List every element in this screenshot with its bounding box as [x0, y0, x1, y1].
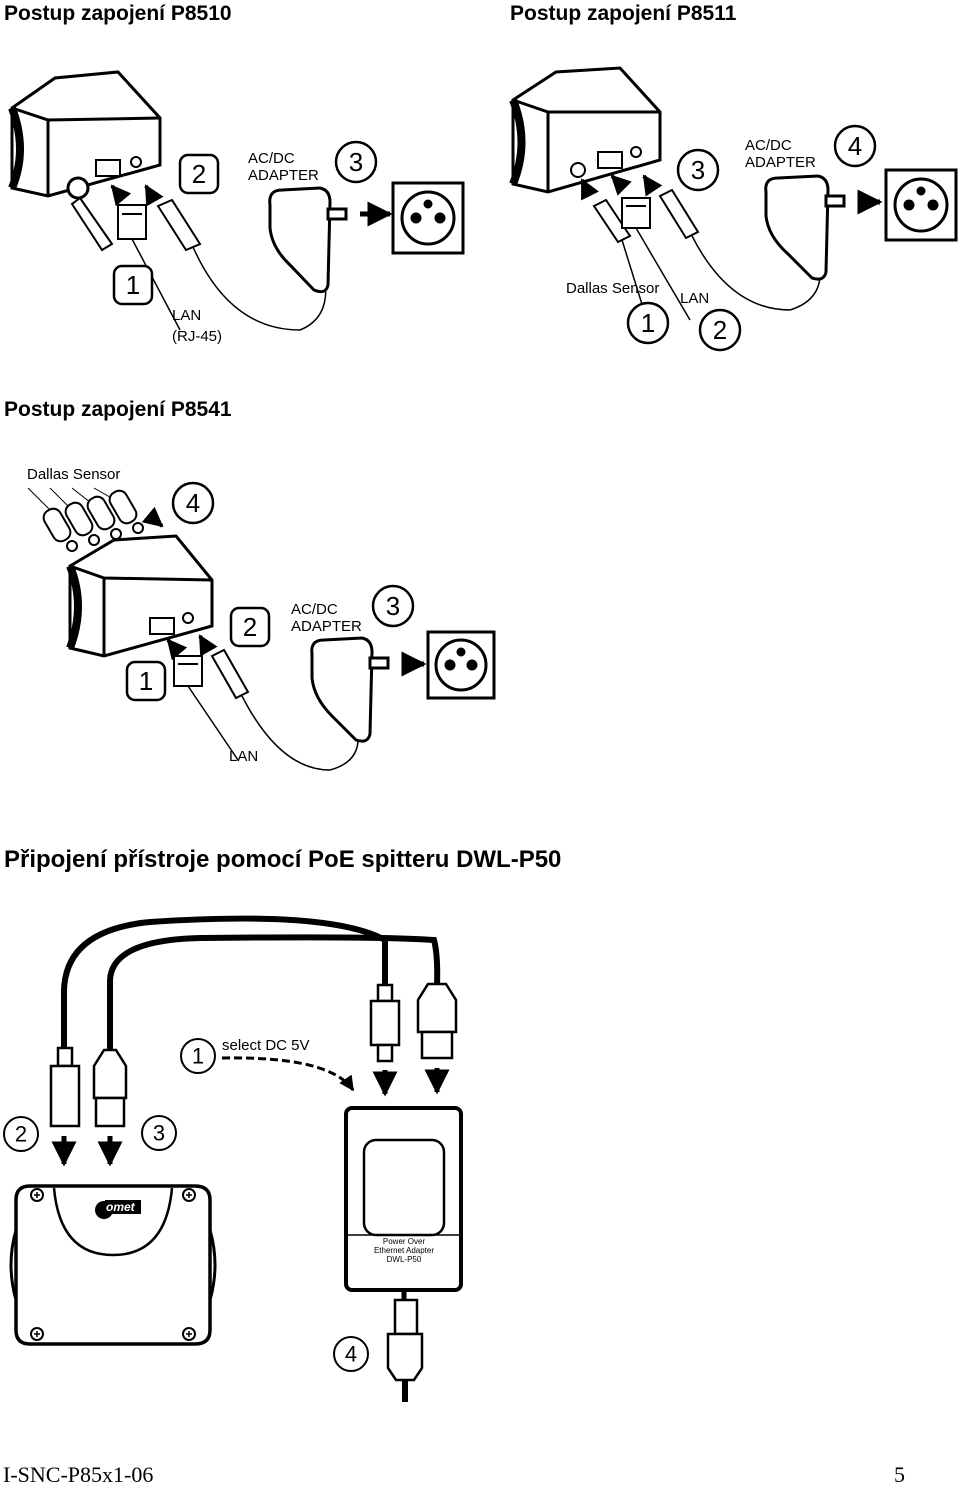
adapter-label-line1: AC/DC: [745, 137, 792, 154]
dc-plug-splitter-side: [369, 983, 401, 1063]
arrow-dallas-in: [580, 178, 599, 201]
step-badge-2: 2: [229, 606, 271, 648]
step-badge-4: 4: [833, 124, 877, 168]
svg-text:2: 2: [243, 612, 257, 642]
svg-text:2: 2: [192, 159, 206, 189]
ac-adapter-icon: [764, 174, 846, 281]
arrow-select-dc: [221, 1056, 355, 1092]
heading-p8541: Postup zapojení P8541: [4, 398, 232, 421]
footer-page-number: 5: [894, 1462, 905, 1487]
footer-doc-id: I-SNC-P85x1-06: [3, 1462, 154, 1487]
dallas-sensor-label: Dallas Sensor: [27, 466, 120, 483]
step-badge-3: 3: [141, 1115, 177, 1151]
rj45-plug-icon: [117, 204, 181, 331]
rj45-plug-icon: [621, 197, 691, 321]
device-box-p8510: [8, 70, 162, 198]
comet-logo: omet: [106, 1200, 136, 1214]
rj45-plug-icon: [173, 655, 239, 761]
svg-text:3: 3: [691, 155, 705, 185]
adapter-label-line2: ADAPTER: [745, 154, 816, 171]
svg-text:3: 3: [349, 147, 363, 177]
ac-adapter-icon: [310, 636, 390, 743]
step-badge-4: 4: [171, 481, 215, 525]
splitter-label-line3: DWL-P50: [387, 1255, 422, 1264]
dc-plug-device-side: [49, 1046, 81, 1128]
svg-text:1: 1: [126, 270, 140, 300]
arrow-power-in: [144, 184, 164, 207]
heading-poe: Připojení přístroje pomocí PoE spitteru …: [4, 846, 562, 873]
splitter-label-line2: Ethernet Adapter: [374, 1246, 434, 1255]
step-badge-1: 1: [180, 1038, 216, 1074]
step-badge-2: 2: [698, 308, 742, 352]
lan-rj45-label: (RJ-45): [172, 328, 222, 345]
step-badge-2: 2: [3, 1116, 39, 1152]
svg-text:1: 1: [641, 308, 655, 338]
heading-p8511: Postup zapojení P8511: [510, 2, 737, 25]
svg-text:4: 4: [186, 488, 200, 518]
arrow-power-in: [642, 174, 663, 197]
step-badge-3: 3: [676, 148, 720, 192]
step-badge-4: 4: [333, 1336, 369, 1372]
step-badge-1: 1: [125, 660, 167, 702]
lan-label: LAN: [229, 748, 258, 765]
arrow-lan-in: [110, 184, 132, 207]
power-socket-icon: [391, 181, 465, 255]
lan-label: LAN: [680, 290, 709, 307]
heading-p8510: Postup zapojení P8510: [4, 2, 232, 25]
adapter-label-line2: ADAPTER: [248, 167, 319, 184]
arrows-down: [51, 1068, 450, 1167]
svg-text:2: 2: [713, 315, 727, 345]
svg-text:3: 3: [386, 591, 400, 621]
step-badge-1: 1: [112, 264, 154, 306]
dallas-sensor-label: Dallas Sensor: [566, 280, 659, 297]
comet-device-box: [9, 1184, 217, 1346]
rj45-plug-lan-in: [386, 1298, 424, 1402]
svg-text:2: 2: [15, 1122, 27, 1147]
power-socket-icon: [426, 630, 496, 700]
dc-plug-icon: [658, 188, 821, 311]
svg-text:4: 4: [345, 1342, 357, 1367]
arrow-lan-in: [610, 174, 632, 196]
arrow-dallas-in: [141, 506, 164, 528]
poe-cables: [61, 915, 441, 1050]
device-box-p8541: [66, 534, 214, 658]
diagram-p8541: Dallas Sensor: [27, 466, 496, 771]
adapter-label-line1: AC/DC: [248, 150, 295, 167]
svg-text:1: 1: [192, 1044, 204, 1069]
poe-splitter-box: [344, 1106, 463, 1292]
ac-adapter-icon: [268, 186, 348, 294]
svg-text:1: 1: [139, 666, 153, 696]
adapter-label-line2: ADAPTER: [291, 618, 362, 635]
rj45-plug-splitter-side: [416, 982, 458, 1060]
step-badge-3: 3: [371, 584, 415, 628]
diagram-p8510: AC/DC ADAPTER LAN (RJ-45) 1 2 3: [8, 70, 465, 345]
step-badge-2: 2: [178, 153, 220, 195]
dc-plug-icon: [210, 648, 359, 771]
arrow-power-in: [198, 634, 218, 657]
step-badge-1: 1: [626, 301, 670, 345]
diagram-poe: select DC 5V omet Power Over Ethernet Ad…: [3, 915, 463, 1402]
device-box-p8511: [509, 66, 662, 194]
splitter-label-line1: Power Over: [383, 1237, 426, 1246]
lan-label: LAN: [172, 307, 201, 324]
arrow-lan-in: [166, 638, 188, 661]
adapter-label-line1: AC/DC: [291, 601, 338, 618]
svg-text:4: 4: [848, 131, 862, 161]
diagram-p8511: AC/DC ADAPTER Dallas Sensor LAN 1 2 3 4: [509, 66, 958, 352]
dc-plug-icon: [156, 198, 327, 331]
rj45-plug-device-side: [92, 1048, 128, 1128]
dallas-probes: [27, 487, 144, 552]
svg-text:3: 3: [153, 1121, 165, 1146]
power-socket-icon: [884, 168, 958, 242]
step-badge-3: 3: [334, 140, 378, 184]
select-dc-label: select DC 5V: [222, 1037, 310, 1054]
antenna-connector: [66, 176, 114, 252]
